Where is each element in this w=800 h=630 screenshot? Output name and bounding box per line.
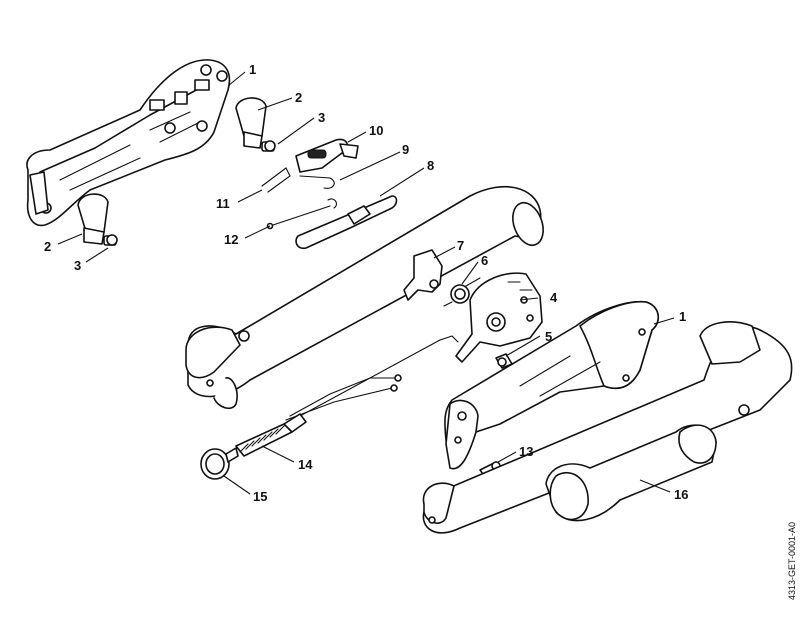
- lockout-lever: [403, 249, 443, 301]
- callout-5: 5: [545, 329, 552, 344]
- callout-1-lower: 1: [679, 309, 686, 324]
- screw-upper: [261, 140, 276, 152]
- connecting-rod: [266, 205, 331, 230]
- callout-9: 9: [402, 142, 409, 157]
- callout-7: 7: [457, 238, 464, 253]
- callout-3-lower: 3: [74, 258, 81, 273]
- screw-lower: [103, 234, 118, 246]
- callout-10: 10: [369, 123, 383, 138]
- callout-14: 14: [298, 457, 313, 472]
- leaf-spring: [261, 167, 291, 193]
- handle-housing-upper: [26, 59, 231, 227]
- leader-lines: [57, 71, 675, 495]
- coil-spring: [443, 277, 481, 307]
- throttle-trigger: [295, 195, 398, 250]
- callout-4: 4: [550, 290, 558, 305]
- callout-2-lower: 2: [44, 239, 51, 254]
- loop-handle-tube-upper: [185, 186, 544, 410]
- callout-12: 12: [224, 232, 238, 247]
- callout-13: 13: [519, 444, 533, 459]
- callout-16: 16: [674, 487, 688, 502]
- slide-switch: [295, 138, 359, 173]
- torsion-spring: [299, 175, 337, 209]
- callout-15: 15: [253, 489, 267, 504]
- loop-handle-with-grip: [422, 321, 793, 534]
- callout-1-upper: 1: [249, 62, 256, 77]
- retaining-ring: [200, 447, 239, 480]
- cable-and-boot: [235, 335, 459, 457]
- callout-11: 11: [216, 196, 230, 211]
- clamp-lower: [77, 193, 109, 245]
- control-handle-housing: [444, 300, 659, 470]
- clamp-upper: [235, 97, 267, 149]
- ratchet-plate: [455, 272, 543, 363]
- callout-8: 8: [427, 158, 434, 173]
- callout-labels: 1 2 3 10 9 8 11 12 2 3 7 6 4 5 1 13 14 1…: [44, 62, 688, 504]
- callout-2-upper: 2: [295, 90, 302, 105]
- callout-6: 6: [481, 253, 488, 268]
- drawing-reference: 4313-GET-0001-A0: [787, 522, 797, 600]
- callout-3-upper: 3: [318, 110, 325, 125]
